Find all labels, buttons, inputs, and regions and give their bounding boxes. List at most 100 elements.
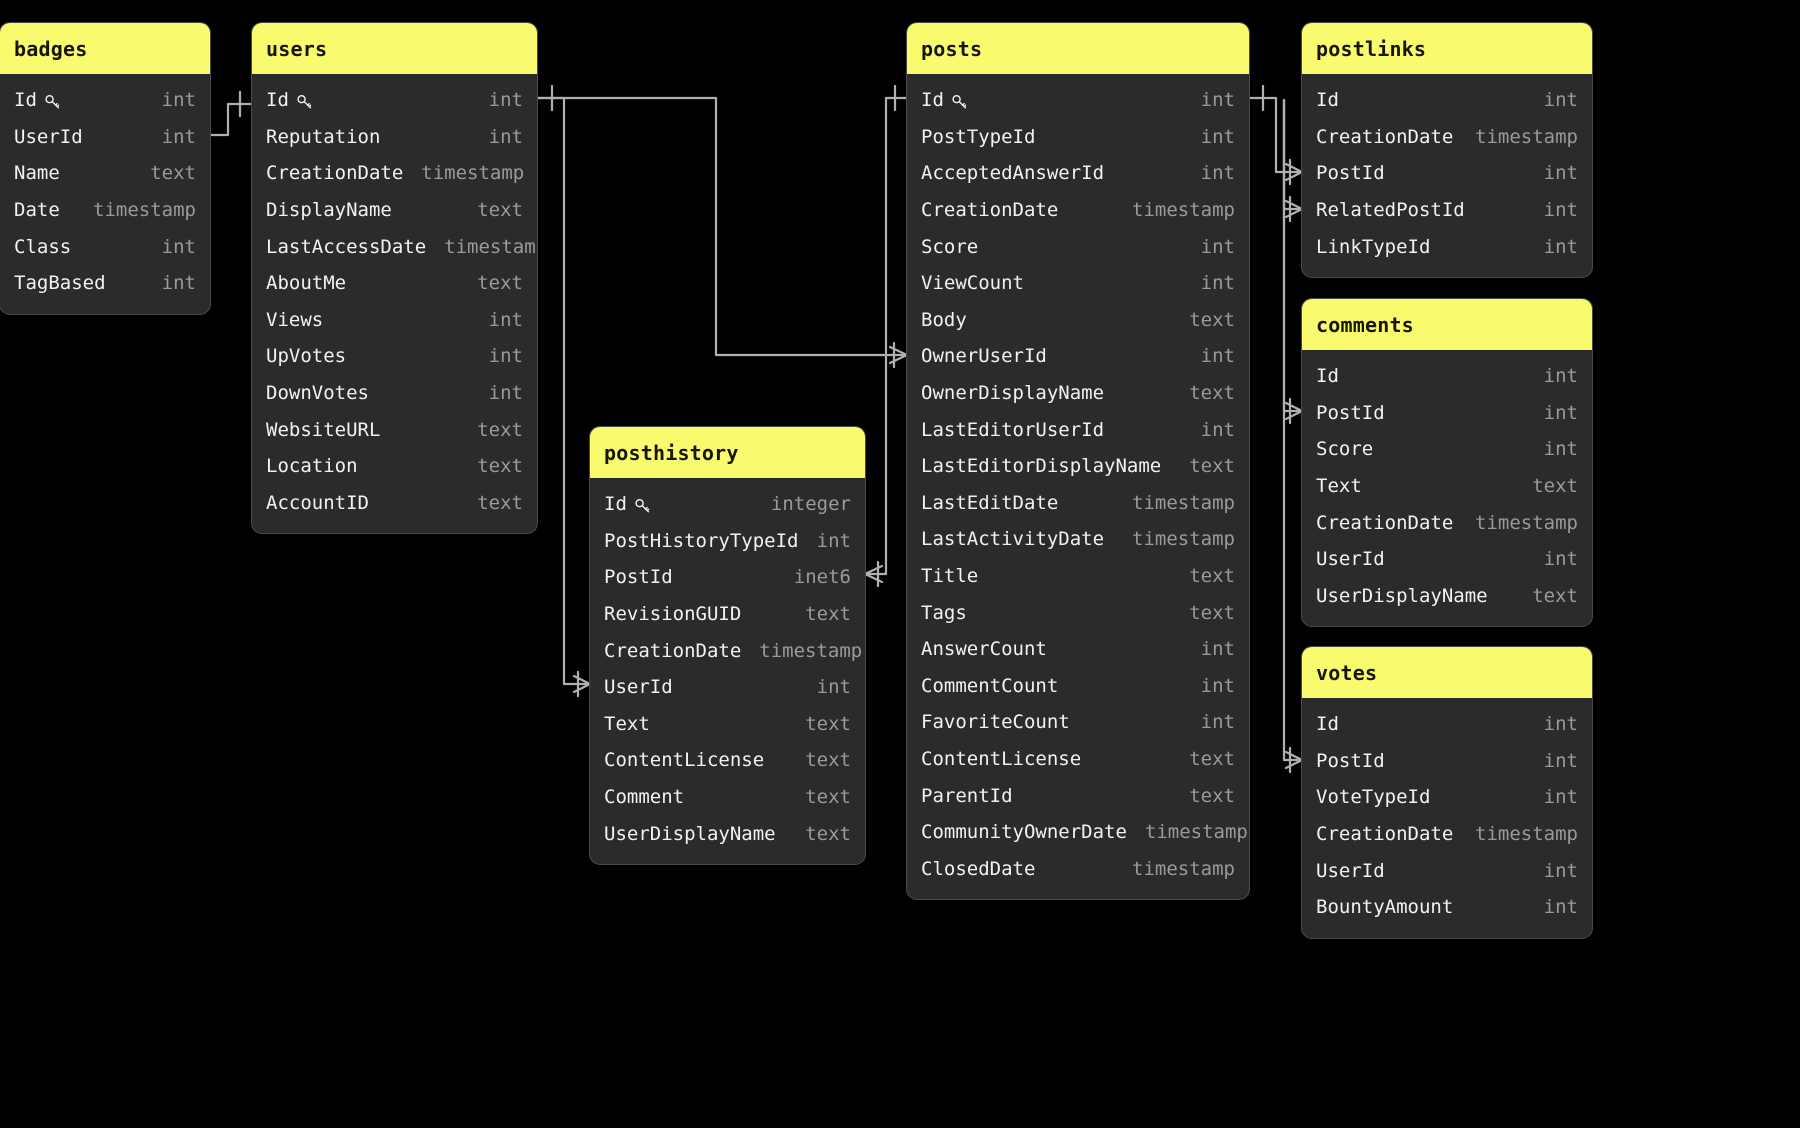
field-row[interactable]: PostId int xyxy=(1302,743,1592,780)
field-row[interactable]: ContentLicense text xyxy=(907,741,1249,778)
field-name: ParentId xyxy=(921,784,1013,807)
table-title-users: users xyxy=(252,23,537,74)
field-row[interactable]: Id int xyxy=(0,82,210,119)
field-row[interactable]: UpVotes int xyxy=(252,338,537,375)
edge-posthistory-postid-posts-id xyxy=(863,84,909,588)
field-row[interactable]: Text text xyxy=(590,706,865,743)
field-row[interactable]: ContentLicense text xyxy=(590,742,865,779)
field-row[interactable]: Location text xyxy=(252,448,537,485)
field-row[interactable]: LastEditorDisplayName text xyxy=(907,448,1249,485)
field-row[interactable]: Id int xyxy=(1302,82,1592,119)
field-type: int xyxy=(1200,674,1235,697)
table-card-badges[interactable]: badges Id int UserId int Name text Date … xyxy=(0,23,210,314)
field-name: Date xyxy=(14,199,60,222)
field-name: LastEditorDisplayName xyxy=(921,455,1162,478)
field-row[interactable]: Id int xyxy=(1302,706,1592,743)
field-row[interactable]: RelatedPostId int xyxy=(1302,192,1592,229)
field-type: int xyxy=(1543,749,1578,772)
field-row[interactable]: Score int xyxy=(1302,431,1592,468)
field-row[interactable]: Id int xyxy=(1302,358,1592,395)
field-type: timestamp xyxy=(1132,491,1235,514)
field-name: Body xyxy=(921,308,967,331)
field-row[interactable]: AccountID text xyxy=(252,485,537,522)
field-row[interactable]: Score int xyxy=(907,228,1249,265)
field-row[interactable]: AnswerCount int xyxy=(907,631,1249,668)
field-type: text xyxy=(477,491,523,514)
field-row[interactable]: UserId int xyxy=(1302,852,1592,889)
field-row[interactable]: LastEditorUserId int xyxy=(907,411,1249,448)
primary-key-icon xyxy=(634,497,651,514)
field-row[interactable]: WebsiteURL text xyxy=(252,411,537,448)
field-row[interactable]: Reputation int xyxy=(252,119,537,156)
field-name: CreationDate xyxy=(921,199,1059,222)
field-row[interactable]: OwnerUserId int xyxy=(907,338,1249,375)
field-row[interactable]: RevisionGUID text xyxy=(590,596,865,633)
field-row[interactable]: CommentCount int xyxy=(907,668,1249,705)
field-row[interactable]: ClosedDate timestamp xyxy=(907,850,1249,887)
field-row[interactable]: Body text xyxy=(907,302,1249,339)
field-row[interactable]: OwnerDisplayName text xyxy=(907,375,1249,412)
field-row[interactable]: CreationDate timestamp xyxy=(907,192,1249,229)
field-row[interactable]: FavoriteCount int xyxy=(907,704,1249,741)
table-card-comments[interactable]: comments Id int PostId int Score int Tex… xyxy=(1302,299,1592,627)
field-row[interactable]: CreationDate timestamp xyxy=(1302,504,1592,541)
field-type: text xyxy=(477,455,523,478)
field-row[interactable]: LastEditDate timestamp xyxy=(907,485,1249,522)
field-row[interactable]: CreationDate timestamp xyxy=(1302,816,1592,853)
field-row[interactable]: LinkTypeId int xyxy=(1302,228,1592,265)
field-row[interactable]: PostId inet6 xyxy=(590,559,865,596)
field-row[interactable]: VoteTypeId int xyxy=(1302,779,1592,816)
field-type: int xyxy=(161,125,196,148)
field-row[interactable]: PostTypeId int xyxy=(907,119,1249,156)
field-row[interactable]: DownVotes int xyxy=(252,375,537,412)
field-row[interactable]: LastAccessDate timestamp xyxy=(252,228,537,265)
table-card-users[interactable]: users Id int Reputation int CreationDate… xyxy=(252,23,537,534)
field-row[interactable]: UserDisplayName text xyxy=(1302,578,1592,615)
field-row[interactable]: CreationDate timestamp xyxy=(252,155,537,192)
field-row[interactable]: TagBased int xyxy=(0,265,210,302)
table-card-postlinks[interactable]: postlinks Id int CreationDate timestamp … xyxy=(1302,23,1592,277)
field-row[interactable]: UserDisplayName text xyxy=(590,815,865,852)
field-row[interactable]: ParentId text xyxy=(907,777,1249,814)
field-row[interactable]: Id int xyxy=(907,82,1249,119)
field-name: Location xyxy=(266,455,358,478)
field-row[interactable]: CommunityOwnerDate timestamp xyxy=(907,814,1249,851)
field-row[interactable]: Views int xyxy=(252,302,537,339)
field-name: Id xyxy=(1316,89,1339,112)
field-row[interactable]: PostId int xyxy=(1302,155,1592,192)
field-row[interactable]: Comment text xyxy=(590,779,865,816)
field-row[interactable]: LastActivityDate timestamp xyxy=(907,521,1249,558)
field-row[interactable]: Tags text xyxy=(907,594,1249,631)
field-row[interactable]: CreationDate timestamp xyxy=(1302,119,1592,156)
field-type: int xyxy=(161,89,196,112)
field-row[interactable]: AcceptedAnswerId int xyxy=(907,155,1249,192)
field-row[interactable]: BountyAmount int xyxy=(1302,889,1592,926)
field-row[interactable]: PostHistoryTypeId int xyxy=(590,523,865,560)
field-row[interactable]: PostId int xyxy=(1302,395,1592,432)
field-row[interactable]: UserId int xyxy=(590,669,865,706)
field-name: DisplayName xyxy=(266,199,392,222)
field-type: int xyxy=(1543,438,1578,461)
field-row[interactable]: Text text xyxy=(1302,468,1592,505)
edge-comments-postid-posts-id xyxy=(1282,98,1304,425)
field-row[interactable]: Date timestamp xyxy=(0,192,210,229)
field-row[interactable]: UserId int xyxy=(0,119,210,156)
field-row[interactable]: DisplayName text xyxy=(252,192,537,229)
field-row[interactable]: ViewCount int xyxy=(907,265,1249,302)
table-fields-postlinks: Id int CreationDate timestamp PostId int… xyxy=(1302,74,1592,277)
field-name: Tags xyxy=(921,601,967,624)
field-row[interactable]: Id integer xyxy=(590,486,865,523)
field-row[interactable]: Class int xyxy=(0,228,210,265)
field-row[interactable]: Id int xyxy=(252,82,537,119)
field-row[interactable]: Name text xyxy=(0,155,210,192)
field-row[interactable]: Title text xyxy=(907,558,1249,595)
table-fields-comments: Id int PostId int Score int Text text Cr… xyxy=(1302,350,1592,626)
field-row[interactable]: CreationDate timestamp xyxy=(590,632,865,669)
field-row[interactable]: AboutMe text xyxy=(252,265,537,302)
field-row[interactable]: UserId int xyxy=(1302,541,1592,578)
table-card-posthistory[interactable]: posthistory Id integer PostHistoryTypeId… xyxy=(590,427,865,864)
table-card-votes[interactable]: votes Id int PostId int VoteTypeId int C… xyxy=(1302,647,1592,938)
table-card-posts[interactable]: posts Id int PostTypeId int AcceptedAnsw… xyxy=(907,23,1249,900)
field-type: int xyxy=(161,272,196,295)
